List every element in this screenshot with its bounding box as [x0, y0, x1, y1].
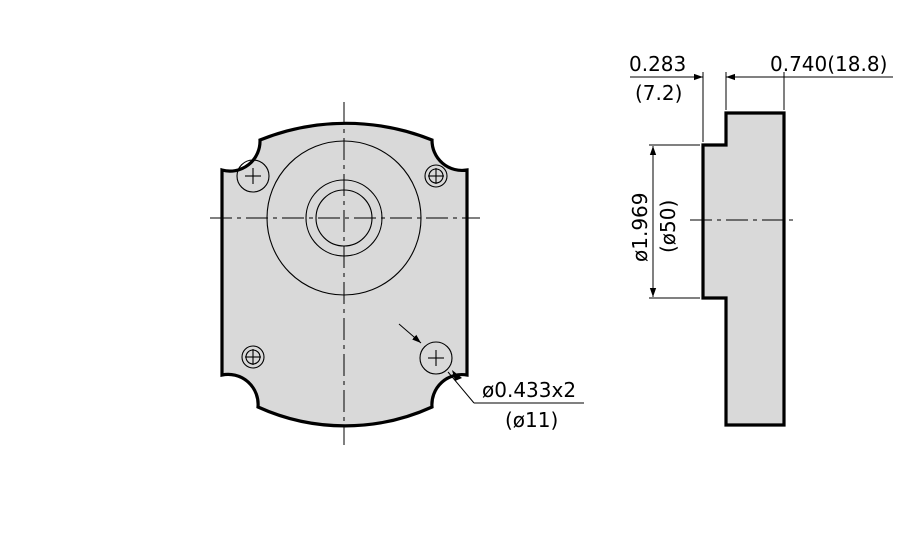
mounting-hole-top-left	[236, 159, 270, 193]
mounting-hole-top-right	[424, 164, 448, 188]
side-view: 0.283 (7.2) 0.740(18.8) ø1.969 (ø50)	[628, 52, 893, 427]
hole-leader	[398, 323, 584, 404]
mounting-hole-bottom-left	[241, 345, 265, 369]
step-thickness-metric-label: (7.2)	[635, 81, 682, 105]
hole-diameter-label: ø0.433x2	[482, 378, 576, 402]
side-profile	[701, 111, 786, 427]
mounting-hole-bottom-right	[419, 341, 453, 375]
pilot-diameter-metric-label: (ø50)	[656, 200, 680, 253]
flange-thickness-label: 0.740(18.8)	[770, 52, 887, 76]
hole-diameter-metric-label: (ø11)	[505, 408, 558, 432]
front-view: ø0.433x2 (ø11)	[210, 102, 584, 445]
pilot-diameter-label: ø1.969	[628, 193, 652, 263]
step-thickness-label: 0.283	[629, 52, 686, 76]
